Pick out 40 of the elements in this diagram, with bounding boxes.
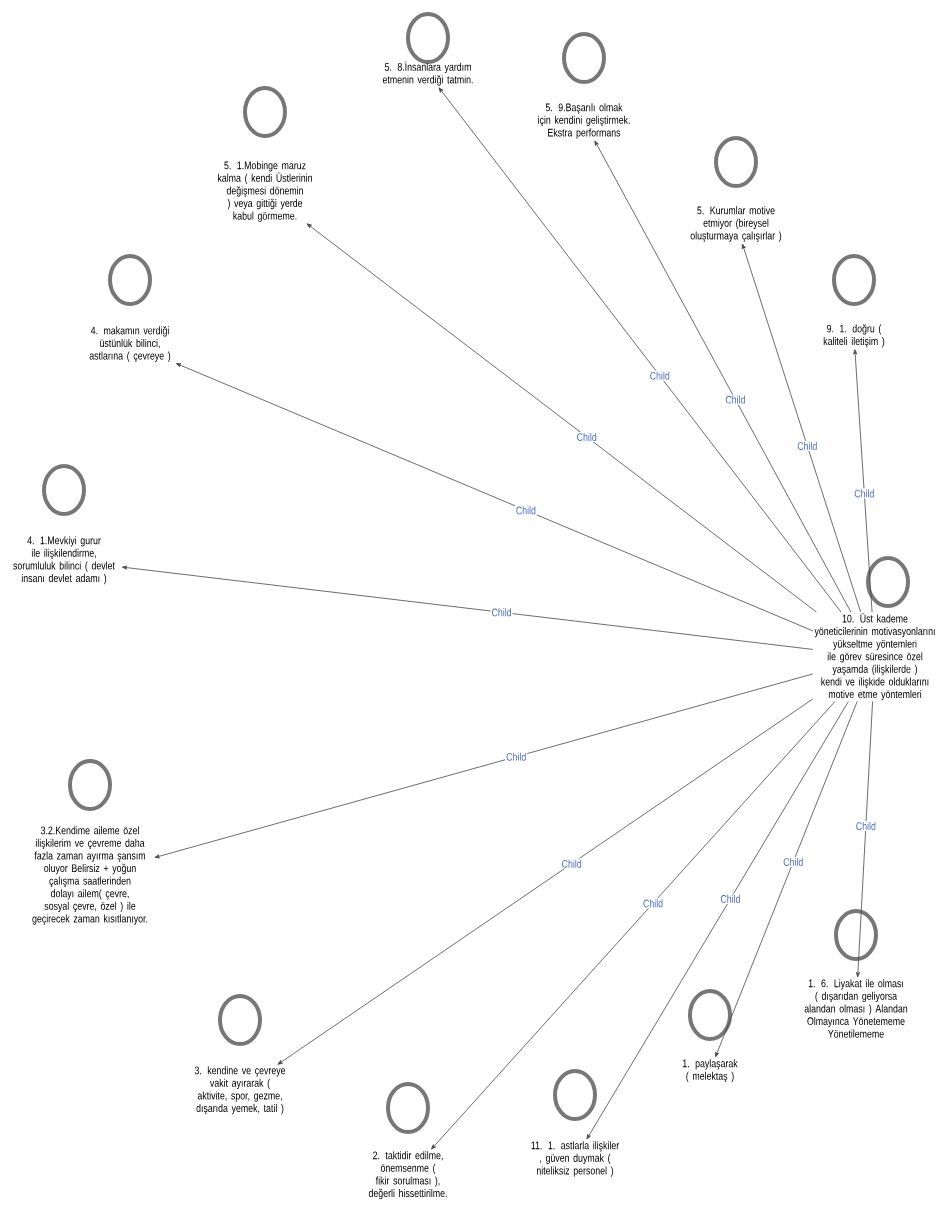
node-label: 5. 1.Mobinge maruz kalma ( kendi Üstlerinin değişmesi dönemin ) veya gittiği yerde kabul görmeme. bbox=[218, 161, 312, 222]
node-label: 1. paylaşarak ( melektaş ) bbox=[682, 1059, 738, 1083]
node-label: 3.2.Kendime aileme özel ilişkilerim ve çevreme daha fazla zaman ayırma şansım oluyor Belirsiz + yoğun çalışma saatlerinden dolayı ailem( çevre, sosyal çevre, özel ) ile geçirecek zaman kısıtlanıyor. bbox=[32, 826, 148, 925]
node-label: 2. taktidir edilme, önemsenme ( fikir sorulması ), değerli hissettirilme. bbox=[368, 1151, 447, 1200]
arrow bbox=[306, 223, 817, 613]
node-label: 10. Üst kademe yöneticilerinin motivasyonlarını yükseltme yöntemleri ile görev süresince özel yaşamda (ilişkilerde ) kendi ve ilişkide olduklarını motive etme yöntemleri bbox=[814, 613, 935, 701]
edge-label: Child bbox=[490, 607, 513, 618]
edge-label: Child bbox=[505, 751, 528, 762]
arrow bbox=[438, 87, 842, 613]
arrow bbox=[277, 698, 814, 1065]
arrow bbox=[741, 243, 862, 613]
arrow bbox=[594, 140, 852, 613]
arrow bbox=[175, 363, 814, 632]
edge-label: Child bbox=[796, 440, 819, 451]
node-label: 4. makamın verdiği üstünlük bilinci, astlarına ( çevreye ) bbox=[89, 326, 171, 362]
edge-label: Child bbox=[560, 858, 583, 869]
node-label: 3. kendine ve çevreye vakit ayırarak ( aktivite, spor, gezme, dışarıda yemek, tatil ) bbox=[194, 1066, 286, 1115]
edge-label: Child bbox=[514, 505, 537, 516]
arrow bbox=[121, 565, 814, 650]
edge-label: Child bbox=[854, 820, 877, 831]
node-label: 5. Kurumlar motive etmiyor (bireysel oluşturmaya çalışırlar ) bbox=[690, 206, 782, 242]
arrow bbox=[154, 673, 814, 859]
node-label: 9. 1. doğru ( kaliteli iletişim ) bbox=[823, 324, 885, 348]
edge-label: Child bbox=[648, 370, 671, 381]
edge-label: Child bbox=[853, 488, 876, 499]
arrow bbox=[855, 701, 873, 978]
node-label: 5. 9.Başarılı olmak için kendini geliştirmek. Ekstra performans bbox=[538, 103, 630, 139]
arrow bbox=[715, 701, 858, 1058]
edge-label: Child bbox=[575, 431, 598, 442]
edge-label: Child bbox=[724, 394, 747, 405]
edge-label: Child bbox=[719, 893, 742, 904]
node-label: 4. 1.Mevkiyi gurur ile ilişkilendirme, sorumluluk bilinci ( devlet insanı devlet adamı ) bbox=[13, 536, 115, 585]
node-label: 1. 6. Liyakat ile olması ( dışarıdan geliyorsa alandan olması ) Alandan Olmayınca Yönetememe Yönetilememe bbox=[804, 979, 908, 1038]
node-label: 11. 1. astlarla ilişkiler , güven duymak ( niteliksiz personel ) bbox=[531, 1141, 619, 1177]
arrow bbox=[586, 701, 849, 1140]
node-label: 5. 8.İnsanlara yardım etmenin verdiği tatmin. bbox=[382, 61, 473, 86]
arrow bbox=[431, 701, 836, 1150]
edge-label: Child bbox=[642, 898, 665, 909]
arrow bbox=[853, 349, 873, 613]
edge-label: Child bbox=[782, 856, 805, 867]
